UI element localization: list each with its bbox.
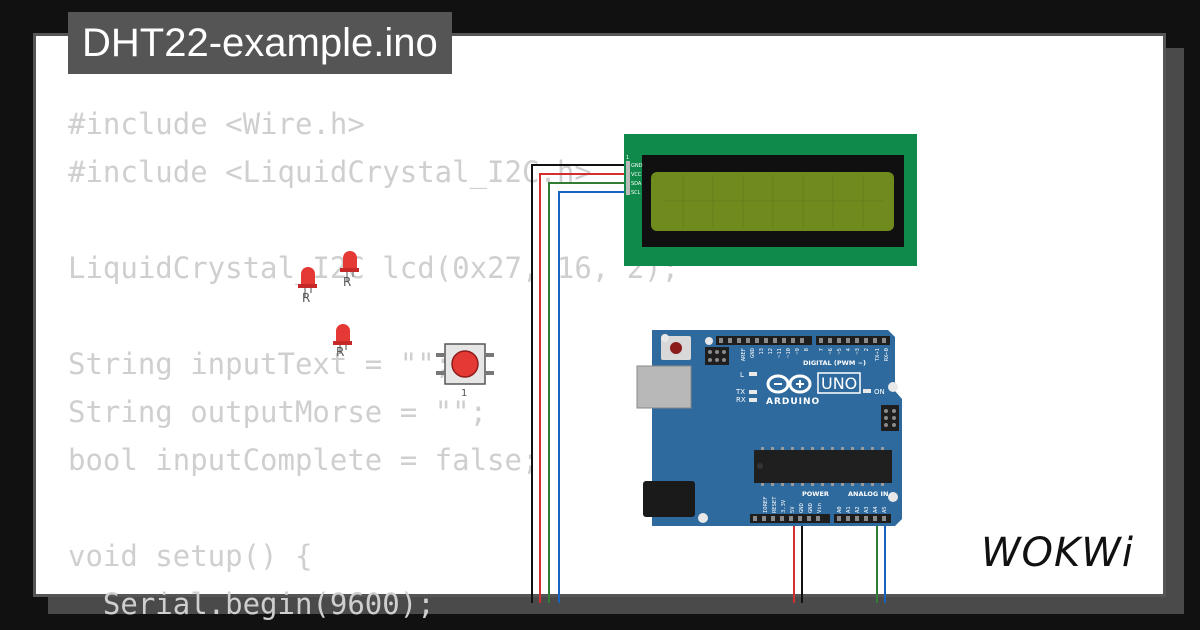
led-1[interactable]: R xyxy=(340,251,359,289)
lcd-pin-index: 1 xyxy=(626,155,629,161)
digital-pin-label: 7 xyxy=(819,348,825,351)
code-preview: #include <Wire.h> #include <LiquidCrysta… xyxy=(68,100,679,628)
arduino-uno-board[interactable]: AREF GND 13 12 ~11 ~10 ~9 8 7 ~6 ~5 4 ~3… xyxy=(636,330,902,526)
wire-scl xyxy=(558,191,630,603)
lcd-pin-scl: SCL xyxy=(631,190,641,196)
project-title: DHT22-example.ino xyxy=(68,12,452,74)
code-line: #include <LiquidCrystal_I2C.h> xyxy=(68,155,592,189)
icsp-header xyxy=(705,347,899,431)
project-card: #include <Wire.h> #include <LiquidCrysta… xyxy=(33,33,1166,621)
digital-pin-label: 2 xyxy=(864,348,870,351)
power-pin-label: IOREF xyxy=(763,496,769,513)
code-line: void setup() { xyxy=(68,539,313,573)
lcd-pin-gnd: GND xyxy=(631,163,643,169)
digital-pin-label: ~3 xyxy=(855,348,861,355)
led-tx-label: TX xyxy=(735,388,745,396)
wires xyxy=(531,164,886,603)
analog-pin-label: A2 xyxy=(855,506,861,513)
board-brand: ARDUINO xyxy=(766,397,820,407)
led-3[interactable]: R xyxy=(333,324,352,359)
lcd-module[interactable]: 1 GND VCC SDA SCL xyxy=(624,134,917,266)
code-line: String inputText = ""; xyxy=(68,347,453,381)
lcd-pin-sda: SDA xyxy=(631,181,642,187)
board-leds: L TX RX ON xyxy=(735,371,885,404)
analog-pin-label: A0 xyxy=(837,506,843,513)
wire-sda xyxy=(548,182,630,603)
lcd-pin-vcc: VCC xyxy=(631,172,642,178)
digital-pin-label: ~6 xyxy=(828,348,834,355)
led-label: R xyxy=(336,345,344,359)
code-line: String outputMorse = ""; xyxy=(68,395,488,429)
board-model: UNO xyxy=(821,374,857,393)
led-rx-label: RX xyxy=(736,396,746,404)
digital-pin-label: ~5 xyxy=(837,348,843,355)
led-l-label: L xyxy=(740,371,744,379)
code-line: bool inputComplete = false; xyxy=(68,443,540,477)
wire-vcc xyxy=(539,173,630,603)
power-header-label: POWER xyxy=(802,490,829,498)
code-line: Serial.begin(9600); xyxy=(68,587,435,621)
digital-pin-label: 13 xyxy=(759,348,765,355)
circuit-diagram: 1 GND VCC SDA SCL R R R xyxy=(298,134,917,603)
digital-pin-label: RX←0 xyxy=(884,348,890,361)
analog-pin-label: A1 xyxy=(846,506,852,513)
atmega-chip xyxy=(754,447,892,486)
pushbutton[interactable]: 1 xyxy=(436,343,494,399)
digital-pin-label: GND xyxy=(750,348,756,358)
lcd-pin-header: 1 GND VCC SDA SCL xyxy=(626,155,643,196)
analog-header-label: ANALOG IN xyxy=(848,490,888,498)
pushbutton-label: 1 xyxy=(461,388,467,399)
digital-pin-label: AREF xyxy=(741,348,747,361)
led-label: R xyxy=(343,275,351,289)
power-pin-label: GND xyxy=(799,503,805,513)
analog-pin-label: A4 xyxy=(873,506,879,513)
digital-pin-label: 12 xyxy=(768,348,774,355)
power-pin-label: Vin xyxy=(817,503,823,513)
led-on-label: ON xyxy=(874,388,885,396)
power-pin-label: 5V xyxy=(790,506,796,513)
power-pin-label: RESET xyxy=(772,496,778,513)
digital-pin-label: TX→1 xyxy=(875,348,881,361)
wire-gnd xyxy=(531,164,630,603)
analog-pin-label: A5 xyxy=(882,506,888,513)
digital-pin-label: ~9 xyxy=(795,348,801,355)
wokwi-logo: WOKWi xyxy=(981,530,1134,576)
digital-header-label: DIGITAL (PWM ~) xyxy=(803,359,866,367)
digital-pin-label: 4 xyxy=(846,347,852,351)
power-pin-label: GND xyxy=(808,503,814,513)
code-line: #include <Wire.h> xyxy=(68,107,365,141)
led-label: R xyxy=(302,291,310,305)
digital-pin-label: ~11 xyxy=(777,348,783,358)
digital-pin-label: 8 xyxy=(804,348,810,351)
digital-pin-label: ~10 xyxy=(786,348,792,358)
power-pin-label: 3.3V xyxy=(781,499,787,513)
analog-pin-label: A3 xyxy=(864,506,870,513)
arduino-logo: UNO ARDUINO xyxy=(766,372,861,407)
led-2[interactable]: R xyxy=(298,267,317,305)
